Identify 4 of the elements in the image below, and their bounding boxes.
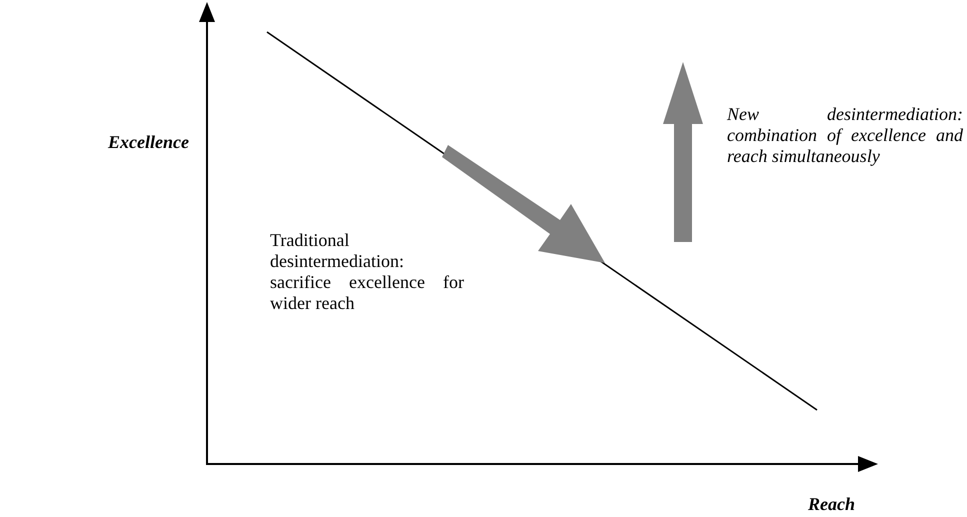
- axis-label: Reach: [808, 494, 856, 515]
- annotation-text: New desintermediation: combination of excellence and reach simultaneously: [727, 104, 963, 167]
- axis-label: Excellence: [108, 132, 190, 153]
- annotation-text: Traditional desintermediation: sacrifice excellence for wider reach: [270, 230, 464, 314]
